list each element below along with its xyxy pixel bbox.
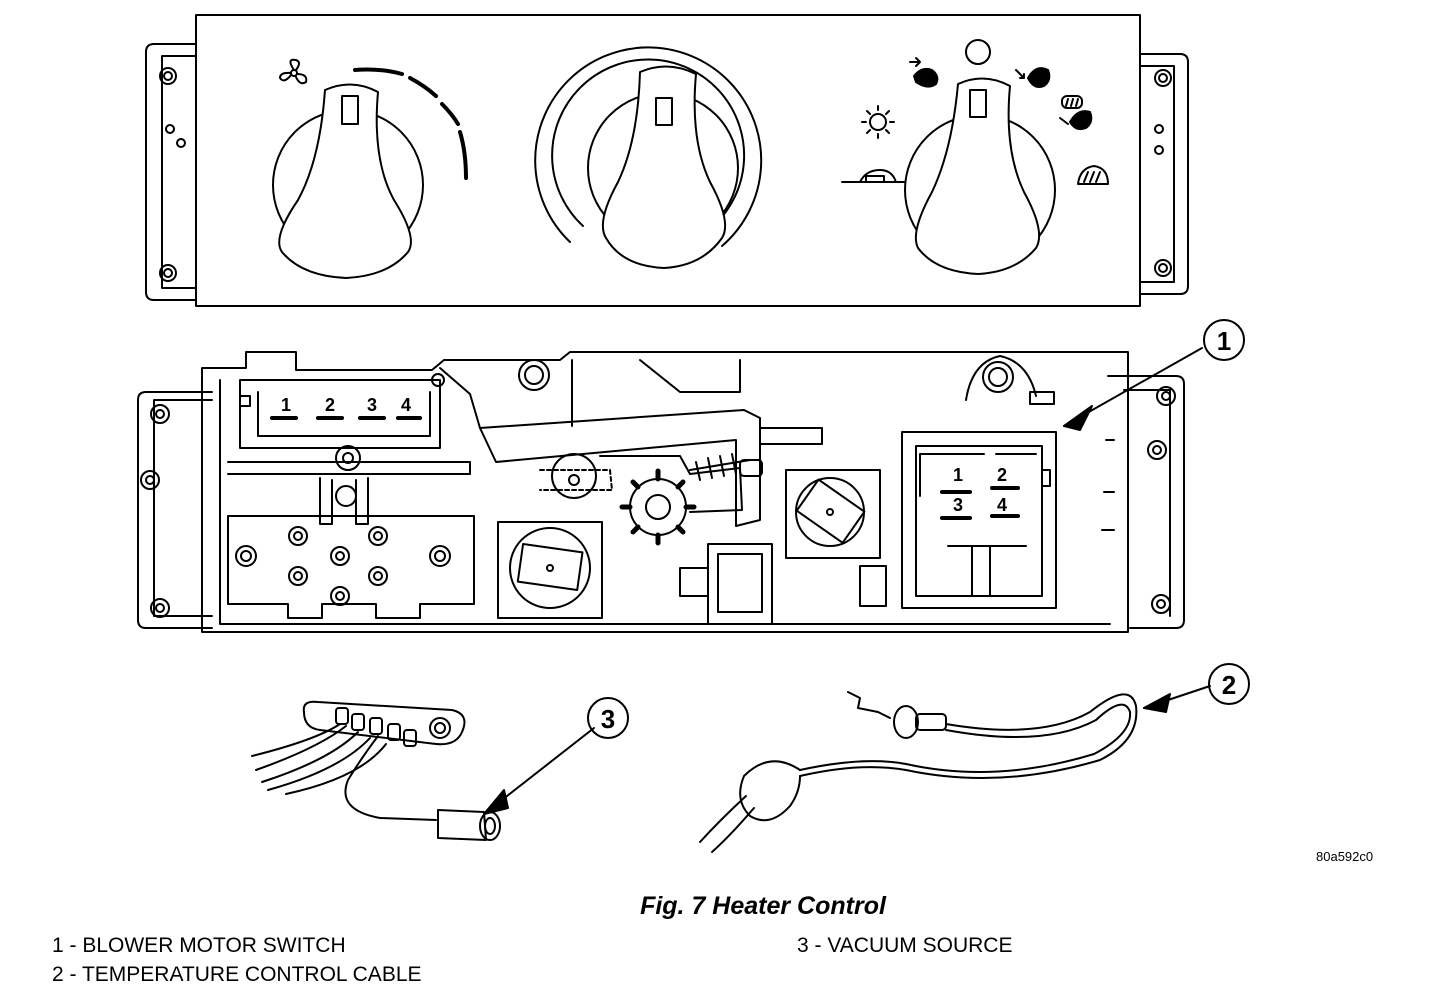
fan-icon [279,58,308,85]
blower-switch-pin-2: 2 [997,465,1007,485]
left-connector-pin-4: 4 [401,395,411,415]
recirculation-icon [841,169,905,183]
floor-defrost-icon [1059,95,1093,131]
blower-switch-pin-3: 3 [953,495,963,515]
left-connector-pin-2: 2 [325,395,335,415]
heater-control-faceplate [145,14,1189,307]
defrost-icon [1077,165,1109,185]
blower-motor-switch [901,431,1057,609]
figure-title: Fig. 7 Heater Control [640,892,886,920]
bi-level-icon [1015,67,1051,88]
mode-selector-knob [904,39,1056,275]
temperature-knob [534,46,763,269]
vacuum-valve-block [227,515,475,619]
callout-arrow-3 [483,727,595,815]
rotary-vacuum-valve-left [497,521,603,619]
callout-circle-3 [587,697,629,739]
temperature-gear-mechanism [439,359,823,546]
panel-vent-icon [909,57,939,88]
callout-arrow-1 [1063,347,1203,431]
left-connector-block [239,373,445,449]
callout-number-1: 1 [1217,326,1231,356]
callout-arrow-2 [1143,685,1211,713]
ac-snowflake-icon [861,105,895,139]
callout-circle-2 [1208,663,1250,705]
temperature-control-cable [699,691,1138,853]
left-connector-pin-1: 1 [281,395,291,415]
left-connector-pin-3: 3 [367,395,377,415]
rotary-vacuum-valve-right [785,469,881,559]
legend-item-temperature-control-cable: 2 - TEMPERATURE CONTROL CABLE [52,963,422,986]
blower-switch-pin-1: 1 [953,465,963,485]
legend-item-blower-motor-switch: 1 - BLOWER MOTOR SWITCH [52,934,346,957]
figure-code: 80a592c0 [1316,849,1374,864]
vacuum-harness-assembly [251,700,501,841]
lamp-socket [679,543,773,625]
legend-item-vacuum-source: 3 - VACUUM SOURCE [797,934,1013,957]
blower-switch-pin-4: 4 [997,495,1007,515]
heater-control-housing-rear [137,351,1185,633]
callout-number-2: 2 [1222,670,1236,700]
blower-speed-knob [272,67,468,279]
callout-number-3: 3 [601,704,615,734]
callout-circle-1 [1203,319,1245,361]
